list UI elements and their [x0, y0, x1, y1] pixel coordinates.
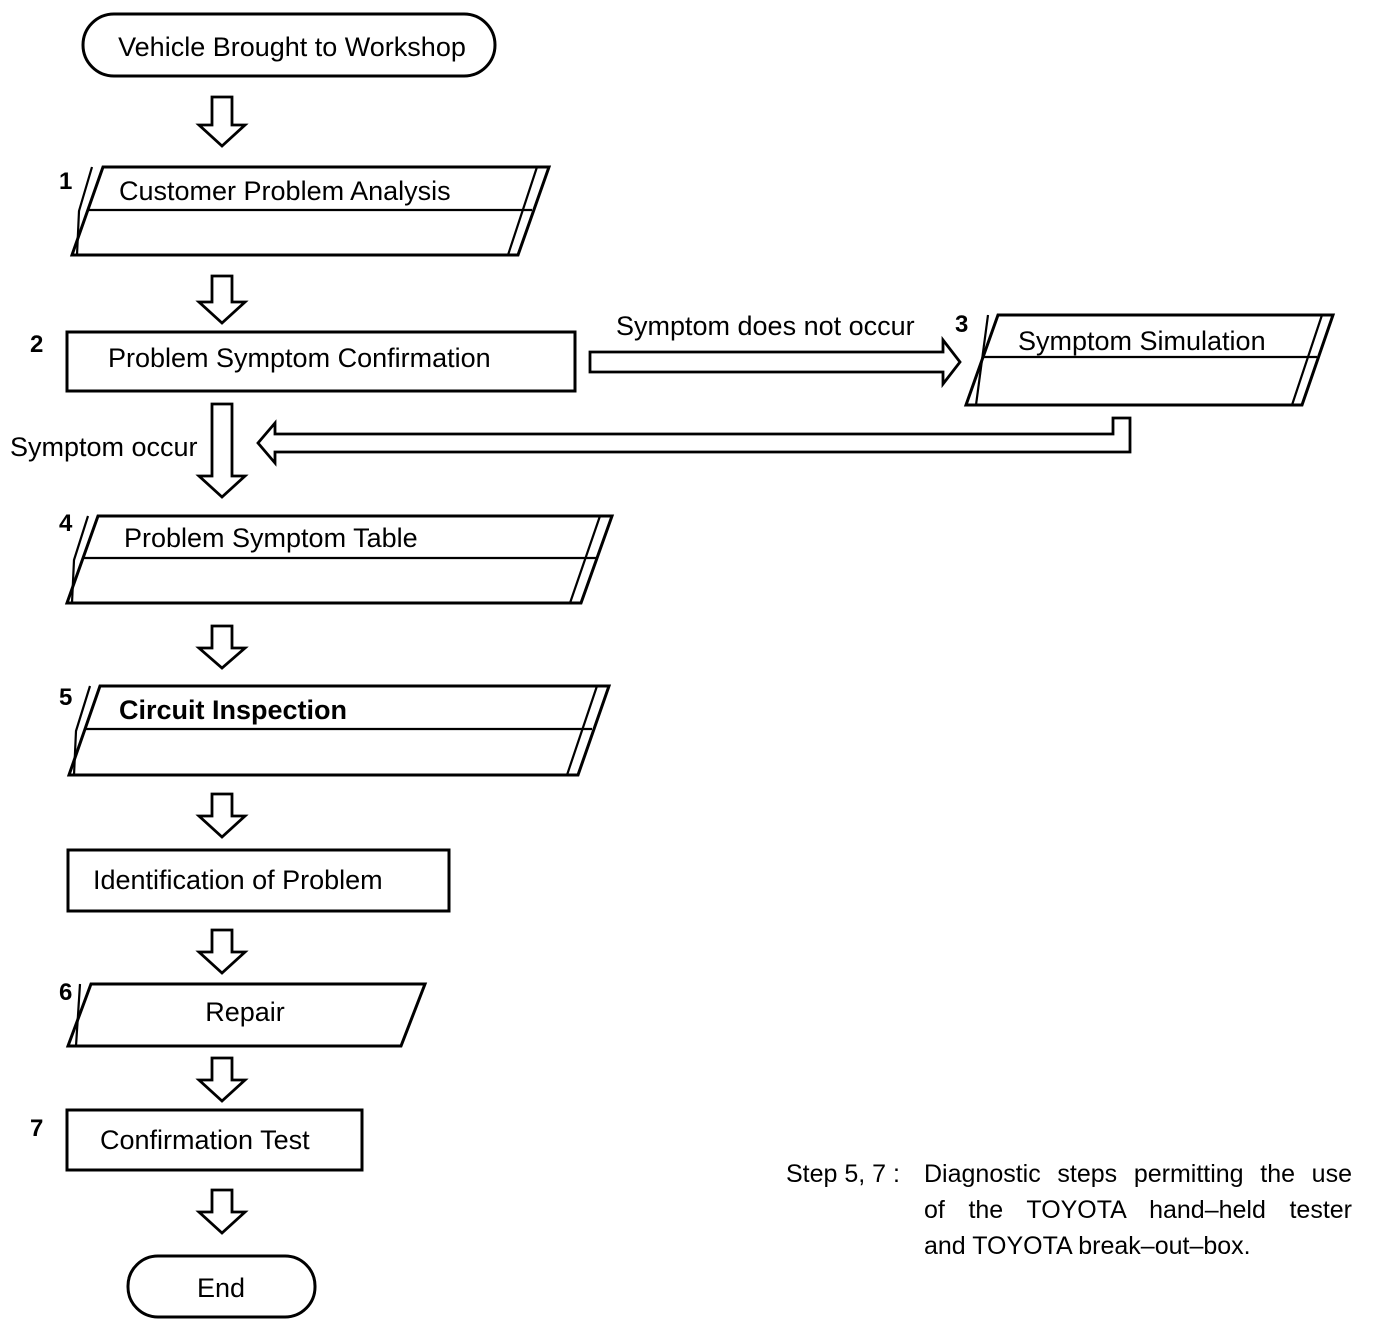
step-5-shape: 5 Circuit Inspection [59, 684, 612, 777]
down-arrow-7 [195, 1188, 249, 1235]
step-label: Customer Problem Analysis [119, 176, 451, 206]
down-arrow-occur [195, 402, 249, 499]
step-number: 3 [955, 311, 968, 338]
end-terminator: End [126, 1254, 317, 1319]
step-label: Problem Symptom Confirmation [108, 343, 491, 373]
down-arrow-2 [195, 274, 249, 325]
step-number: 4 [59, 510, 73, 537]
start-terminator: Vehicle Brought to Workshop [81, 12, 497, 78]
step-6-shape: 6 Repair [59, 979, 428, 1048]
footnote-line: of the TOYOTA hand–held tester [924, 1196, 1352, 1224]
step-2-shape: 2 Problem Symptom Confirmation [30, 330, 577, 393]
right-arrow-not-occur [588, 335, 962, 389]
down-arrow-6 [195, 1056, 249, 1103]
step-3-shape: 3 Symptom Simulation [955, 311, 1336, 407]
step-label: Circuit Inspection [119, 695, 347, 725]
step-7-shape: 7 Confirmation Test [30, 1108, 364, 1172]
step-label: Problem Symptom Table [124, 523, 418, 553]
footnote-body: Diagnostic steps permitting the use of t… [924, 1156, 1352, 1264]
step-label: Identification of Problem [93, 865, 383, 895]
branch-label-occur: Symptom occur [10, 432, 198, 462]
branch-label-not-occur: Symptom does not occur [616, 311, 915, 341]
footnote-prefix: Step 5, 7 : [786, 1160, 900, 1188]
step-number: 5 [59, 684, 72, 711]
step-number: 6 [59, 979, 72, 1006]
step-number: 1 [59, 168, 72, 195]
step-label: Symptom Simulation [1018, 326, 1266, 356]
step-1-shape: 1 Customer Problem Analysis [59, 165, 552, 257]
down-arrow-1 [195, 95, 249, 148]
step-label: Confirmation Test [100, 1125, 310, 1155]
return-arrow-from-simulation [256, 416, 1132, 467]
start-label: Vehicle Brought to Workshop [118, 32, 466, 62]
footnote-line: Diagnostic steps permitting the use [924, 1160, 1352, 1188]
step-number: 7 [30, 1115, 43, 1142]
down-arrow-4 [195, 792, 249, 839]
step-4-shape: 4 Problem Symptom Table [59, 510, 615, 605]
down-arrow-3 [195, 624, 249, 670]
footnote-line: and TOYOTA break–out–box. [924, 1232, 1251, 1260]
end-label: End [197, 1273, 245, 1303]
identification-shape: Identification of Problem [66, 848, 451, 913]
step-label: Repair [205, 997, 285, 1027]
down-arrow-5 [195, 928, 249, 975]
step-number: 2 [30, 331, 43, 358]
